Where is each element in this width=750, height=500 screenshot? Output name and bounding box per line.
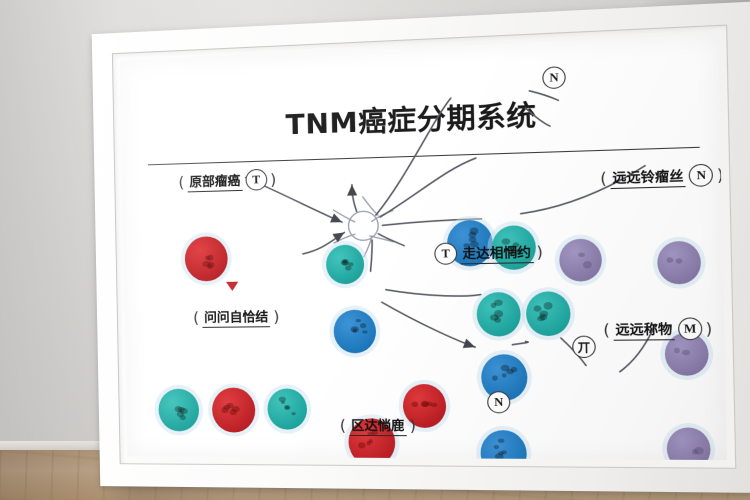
- cell-purple: [652, 236, 707, 289]
- cell-speckle: [493, 444, 500, 450]
- central-node: [333, 196, 393, 257]
- tag-t-extent: T: [434, 242, 458, 265]
- cell-speckle: [420, 400, 429, 407]
- cell-speckle: [498, 450, 504, 455]
- cell-speckle: [692, 449, 699, 455]
- label-distant-mets-text: 远远称物: [612, 317, 675, 341]
- cell-teal: [262, 384, 312, 434]
- cell-speckle: [494, 317, 502, 323]
- cell-speckle: [360, 323, 367, 329]
- cell-body: [333, 309, 377, 354]
- tag-n-distant: N: [688, 163, 714, 187]
- cell-speckle: [492, 375, 499, 381]
- cell-speckle: [368, 439, 373, 443]
- cell-body: [267, 388, 308, 430]
- cell-speckle: [543, 302, 553, 310]
- label-distant-nodes-text: 远远铃瘤丝: [609, 164, 686, 190]
- label-primary-tumor: ( 原部瘤癌 T ): [178, 168, 277, 193]
- cell-blue: [329, 305, 381, 358]
- cell-speckle: [673, 347, 681, 353]
- cell-teal: [321, 240, 369, 289]
- bracket-left: (: [599, 168, 607, 188]
- cell-speckle: [675, 258, 684, 264]
- bracket-right: ): [273, 307, 280, 326]
- cell-speckle: [582, 261, 592, 269]
- cell-purple: [661, 423, 716, 461]
- cell-teal: [521, 286, 576, 341]
- bracket-right: ): [409, 415, 417, 435]
- tag-k-bottom: 丌: [572, 335, 596, 359]
- cell-body: [158, 388, 200, 432]
- cell-speckle: [357, 442, 366, 449]
- cell-purple: [554, 234, 607, 287]
- cell-speckle: [412, 402, 418, 407]
- cell-body: [476, 291, 522, 337]
- tag-n-bottom: N: [487, 391, 511, 414]
- bracket-right: ): [270, 169, 277, 189]
- label-regional-node: ( 问问自恰结 ): [192, 305, 280, 328]
- cell-body: [211, 387, 256, 433]
- cell-speckle: [291, 412, 296, 416]
- cell-teal: [154, 384, 204, 436]
- label-distant-nodes: ( 远远铃瘤丝 N ): [599, 163, 724, 190]
- cell-speckle: [207, 262, 215, 268]
- cell-speckle: [497, 438, 504, 444]
- bracket-left: (: [339, 415, 347, 435]
- cell-speckle: [494, 310, 504, 318]
- cell-speckle: [220, 407, 230, 414]
- bracket-left: (: [603, 319, 611, 340]
- bracket-left: (: [192, 308, 200, 327]
- label-distant-mets: ( 远远称物 M ): [603, 317, 713, 341]
- cell-speckle: [352, 328, 358, 333]
- cell-speckle: [341, 260, 349, 266]
- cell-speckle: [229, 409, 237, 416]
- framed-poster: TNM癌症分期系统: [92, 2, 750, 493]
- cell-speckle: [362, 330, 368, 334]
- bracket-right: ): [536, 242, 544, 262]
- cell-speckle: [207, 255, 214, 261]
- cell-speckle: [280, 400, 286, 404]
- label-regional-spread: ( 区达惝鹿 ): [339, 414, 417, 437]
- tag-m-distant: M: [677, 317, 703, 341]
- label-regional-node-text: 问问自恰结: [201, 305, 271, 328]
- cell-red: [207, 383, 260, 437]
- cell-speckle: [469, 227, 478, 235]
- cell-speckle: [510, 366, 518, 372]
- cell-teal: [471, 287, 526, 341]
- label-tumor-extent: T 走达相惘约 ): [434, 240, 544, 265]
- label-regional-spread-text: 区达惝鹿: [348, 414, 407, 437]
- marker-triangle: [226, 281, 239, 292]
- cell-red: [180, 231, 233, 286]
- cell-speckle: [539, 314, 548, 321]
- cell-speckle: [493, 299, 503, 306]
- cell-speckle: [666, 257, 674, 264]
- cell-blue: [475, 425, 532, 461]
- poster-content: TNM癌症分期系统: [120, 34, 727, 460]
- cell-speckle: [682, 349, 690, 356]
- bracket-right: ): [705, 318, 713, 339]
- cell-speckle: [578, 252, 585, 257]
- poster-canvas: TNM癌症分期系统: [120, 34, 727, 460]
- tag-t-primary: T: [245, 168, 268, 191]
- cell-body: [525, 291, 571, 337]
- label-primary-tumor-text: 原部瘤癌: [187, 169, 243, 193]
- cell-speckle: [502, 373, 507, 378]
- bracket-left: (: [178, 172, 185, 192]
- cell-speckle: [355, 318, 361, 323]
- cell-speckle: [176, 410, 185, 417]
- cell-speckle: [344, 265, 352, 271]
- connector-network: [120, 34, 727, 460]
- label-tumor-extent-text: 走达相惘约: [460, 240, 534, 265]
